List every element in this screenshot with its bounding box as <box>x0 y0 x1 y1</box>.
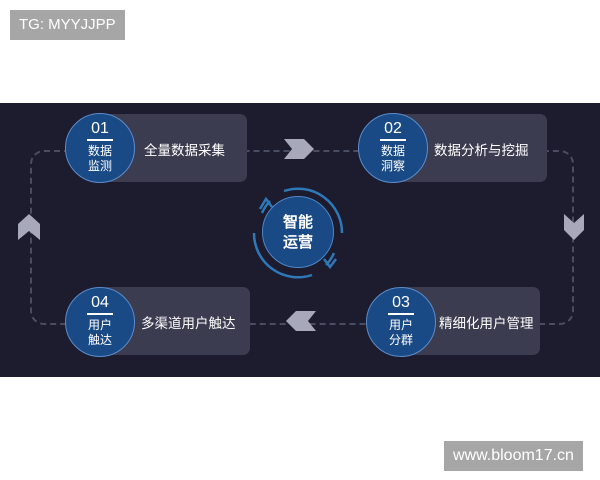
cycle-arrows-icon <box>252 187 344 279</box>
center-label-line1: 智能 <box>282 213 313 231</box>
step-description: 全量数据采集 <box>144 143 225 159</box>
divider <box>380 139 406 141</box>
step-number: 04 <box>91 294 109 311</box>
step-label-line1: 用户 <box>87 318 112 332</box>
center-label-line2: 运营 <box>282 233 313 251</box>
chevron-right-icon <box>284 139 314 159</box>
step-badge-03: 03 用户 分群 <box>366 287 436 357</box>
divider <box>388 313 414 315</box>
step-label-line2: 监测 <box>87 159 112 173</box>
chevron-up-icon <box>18 214 40 240</box>
step-number: 02 <box>384 120 402 137</box>
step-number: 01 <box>91 120 109 137</box>
chevron-down-icon <box>564 214 584 240</box>
step-label-line1: 数据 <box>380 144 405 158</box>
step-badge-01: 01 数据 监测 <box>65 113 135 183</box>
watermark-top-left: TG: MYYJJPP <box>10 10 125 40</box>
step-label-line2: 触达 <box>87 333 112 347</box>
chevron-left-icon <box>286 311 316 331</box>
operations-cycle-diagram: 全量数据采集 01 数据 监测 数据分析与挖掘 02 数据 洞察 智能 运营 多… <box>0 103 600 377</box>
watermark-bottom-right: www.bloom17.cn <box>444 441 583 471</box>
divider <box>87 313 113 315</box>
step-badge-04: 04 用户 触达 <box>65 287 135 357</box>
step-label-line2: 分群 <box>388 333 413 347</box>
step-label-line1: 数据 <box>87 144 112 158</box>
step-description: 精细化用户管理 <box>439 316 534 332</box>
center-hub: 智能 运营 <box>262 196 334 268</box>
step-label-line2: 洞察 <box>380 159 405 173</box>
step-number: 03 <box>392 294 410 311</box>
step-badge-02: 02 数据 洞察 <box>358 113 428 183</box>
step-description: 多渠道用户触达 <box>141 316 236 332</box>
step-label-line1: 用户 <box>388 318 413 332</box>
divider <box>87 139 113 141</box>
step-description: 数据分析与挖掘 <box>434 143 529 159</box>
